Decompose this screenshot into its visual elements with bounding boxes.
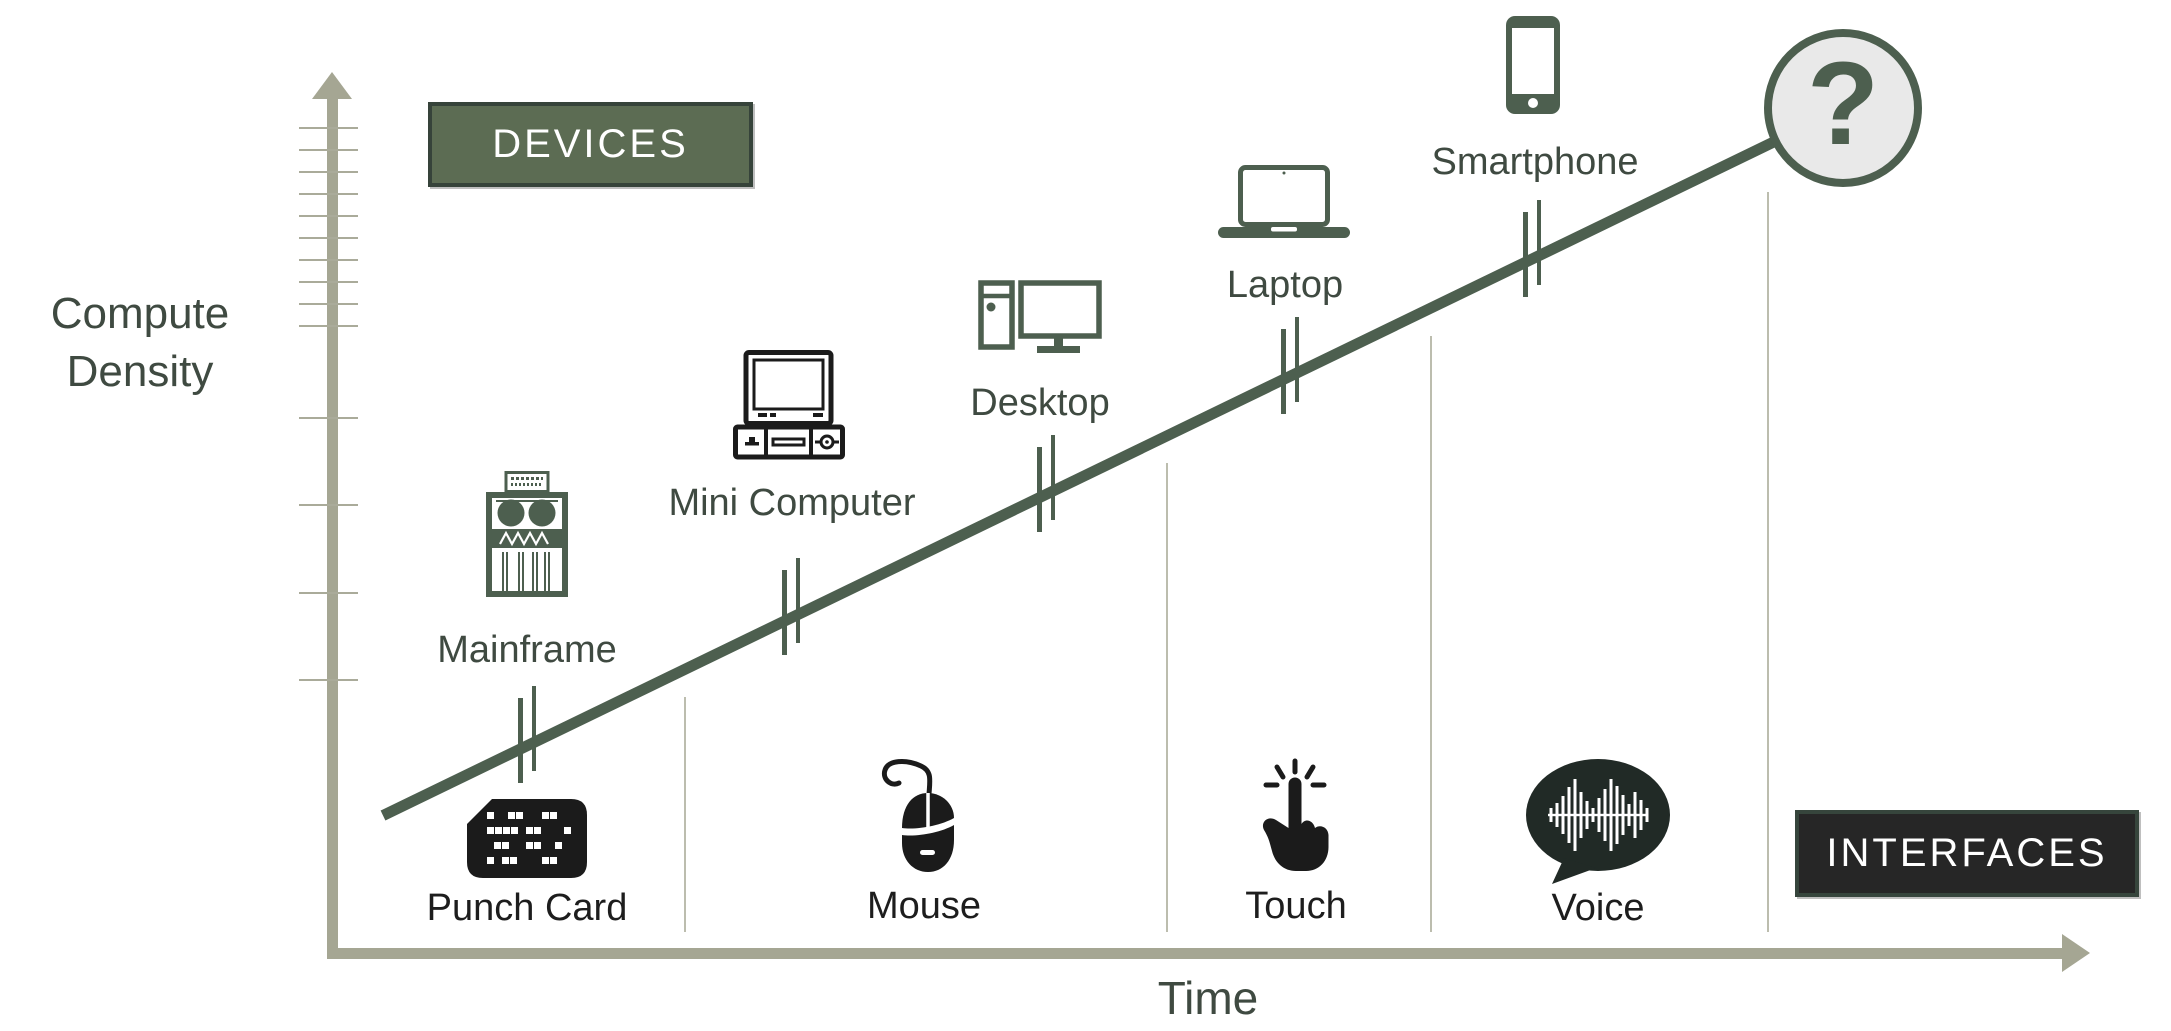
smartphone-icon [1506, 16, 1560, 114]
desktop-icon [978, 280, 1102, 353]
y-axis-tick [299, 237, 358, 239]
column-separator [1166, 463, 1168, 932]
devices-banner: DEVICES [428, 102, 753, 187]
trend-milestone-hatch [782, 570, 787, 655]
y-axis-label-line2: Density [66, 347, 214, 397]
y-axis-tick [299, 325, 358, 327]
interface-label-touch: Touch [1245, 885, 1347, 927]
y-axis-tick [299, 127, 358, 129]
trend-milestone-hatch [1294, 317, 1299, 402]
laptop-icon [1218, 165, 1350, 238]
mainframe-icon [486, 471, 568, 597]
trend-line [380, 137, 1776, 821]
interface-label-voice: Voice [1551, 887, 1645, 929]
touch-icon [1262, 758, 1329, 871]
mouse-icon [881, 759, 954, 872]
y-axis-tick [299, 171, 358, 173]
trend-milestone-hatch [1050, 435, 1055, 520]
trend-milestone-hatch [1281, 329, 1286, 414]
device-label-smartphone: Smartphone [1431, 141, 1639, 183]
y-axis-tick [299, 504, 358, 506]
interfaces-banner: INTERFACES [1795, 810, 2139, 897]
trend-milestone-hatch [1536, 200, 1541, 285]
punch-card-icon [467, 799, 587, 878]
device-label-laptop: Laptop [1226, 264, 1344, 306]
y-axis-tick [299, 417, 358, 419]
trend-milestone-hatch [518, 698, 523, 783]
y-axis-label-line1: Compute [50, 289, 230, 338]
mini-computer-icon [733, 350, 845, 460]
y-axis-label: Compute Density [18, 285, 262, 401]
y-axis-tick [299, 193, 358, 195]
y-axis-tick [299, 303, 358, 305]
x-axis-label: Time [1157, 972, 1259, 1024]
y-axis-tick [299, 281, 358, 283]
y-axis-tick [299, 592, 358, 594]
y-axis-arrow-icon [312, 72, 352, 99]
question-mark: ? [1806, 38, 1880, 170]
x-axis-arrow-icon [2062, 934, 2090, 972]
trend-milestone-hatch [1037, 447, 1042, 532]
y-axis-tick [299, 149, 358, 151]
y-axis-tick [299, 215, 358, 217]
voice-icon [1526, 759, 1670, 884]
column-separator [1430, 336, 1432, 932]
trend-milestone-hatch [531, 686, 536, 771]
interface-label-punch-card: Punch Card [426, 887, 628, 929]
device-label-mainframe: Mainframe [437, 629, 617, 671]
column-separator [1767, 192, 1769, 932]
column-separator [684, 697, 686, 932]
device-label-mini-computer: Mini Computer [668, 482, 916, 524]
trend-milestone-hatch [1523, 212, 1528, 297]
y-axis-line [327, 97, 338, 953]
trend-milestone-hatch [795, 558, 800, 643]
y-axis-tick [299, 679, 358, 681]
x-axis-line [327, 948, 2064, 959]
interface-label-mouse: Mouse [866, 885, 982, 927]
y-axis-tick [299, 259, 358, 261]
future-question-circle: ? [1764, 29, 1922, 187]
device-label-desktop: Desktop [970, 382, 1110, 424]
